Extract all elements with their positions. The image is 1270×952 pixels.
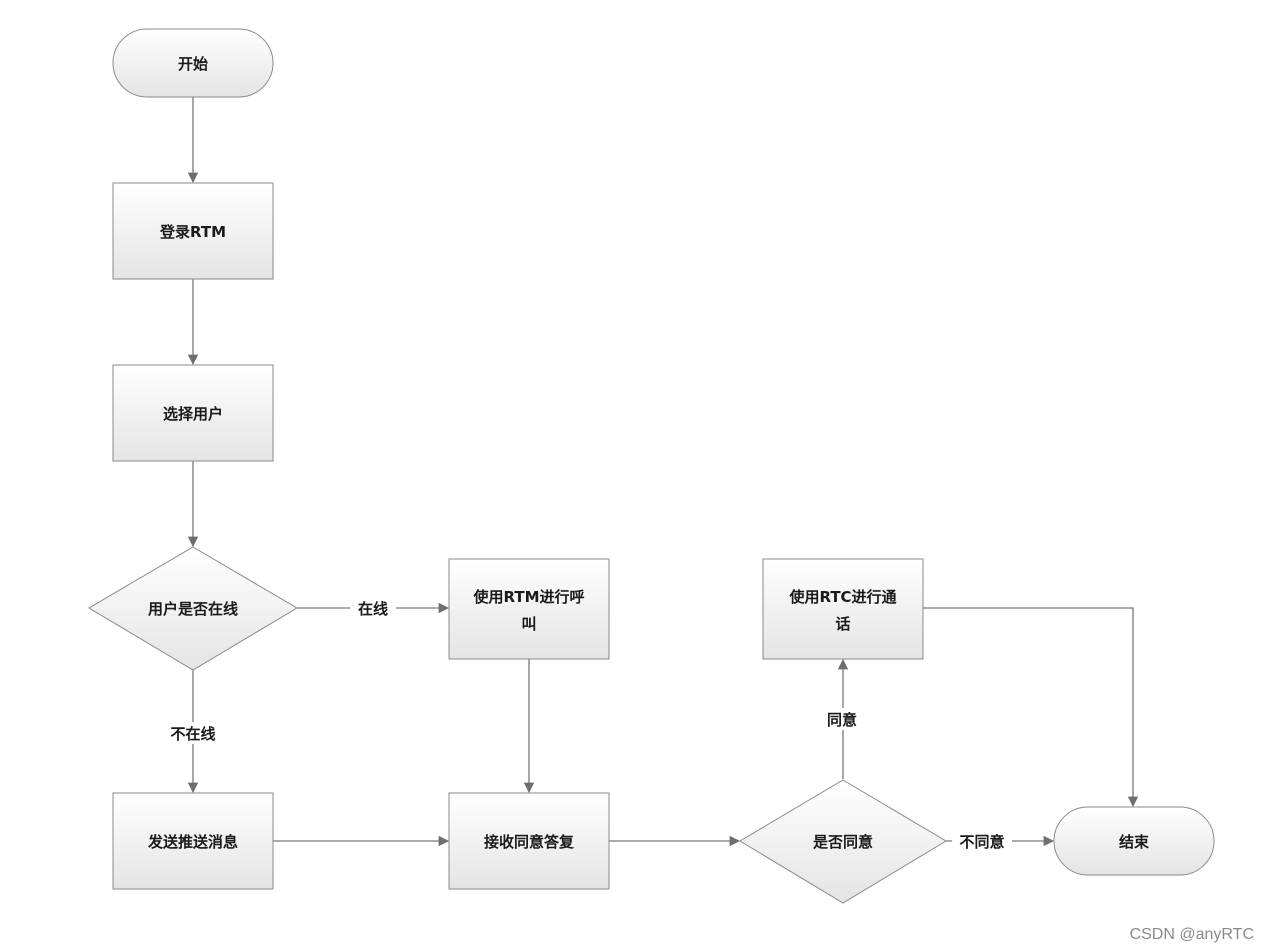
node-online-check: 用户是否在线 bbox=[88, 546, 298, 671]
node-receive-reply-label: 接收同意答复 bbox=[484, 833, 575, 851]
edge-label-agree: 同意 bbox=[827, 711, 857, 729]
node-end: 结束 bbox=[1053, 806, 1215, 876]
node-call-rtm-label-line2: 叫 bbox=[521, 615, 536, 633]
node-call-rtm: 使用RTM进行呼 叫 bbox=[448, 558, 610, 660]
node-select-user-label: 选择用户 bbox=[163, 405, 223, 423]
node-end-label: 结束 bbox=[1119, 833, 1150, 851]
node-receive-reply: 接收同意答复 bbox=[448, 792, 610, 890]
node-call-rtm-label-line1: 使用RTM进行呼 bbox=[472, 588, 584, 606]
node-start: 开始 bbox=[112, 28, 274, 98]
watermark: CSDN @anyRTC bbox=[1130, 926, 1254, 943]
edge-label-online: 在线 bbox=[358, 600, 388, 618]
node-login-rtm-label: 登录RTM bbox=[159, 223, 226, 241]
edge-rtc-to-end bbox=[923, 607, 1139, 808]
node-call-rtc-label-line2: 话 bbox=[835, 615, 850, 633]
edge-label-disagree: 不同意 bbox=[959, 833, 1004, 851]
node-call-rtc-label-line1: 使用RTC进行通 bbox=[788, 588, 896, 606]
node-agree-check-label: 是否同意 bbox=[812, 833, 873, 851]
node-login-rtm: 登录RTM bbox=[112, 182, 274, 280]
edge-label-offline: 不在线 bbox=[170, 725, 215, 743]
node-online-check-label: 用户是否在线 bbox=[148, 600, 238, 618]
edges bbox=[187, 97, 1139, 847]
node-start-label: 开始 bbox=[178, 55, 208, 73]
node-select-user: 选择用户 bbox=[112, 364, 274, 462]
node-agree-check: 是否同意 bbox=[739, 779, 947, 904]
node-call-rtc: 使用RTC进行通 话 bbox=[762, 558, 924, 660]
node-send-push-label: 发送推送消息 bbox=[147, 833, 238, 851]
node-send-push: 发送推送消息 bbox=[112, 792, 274, 890]
